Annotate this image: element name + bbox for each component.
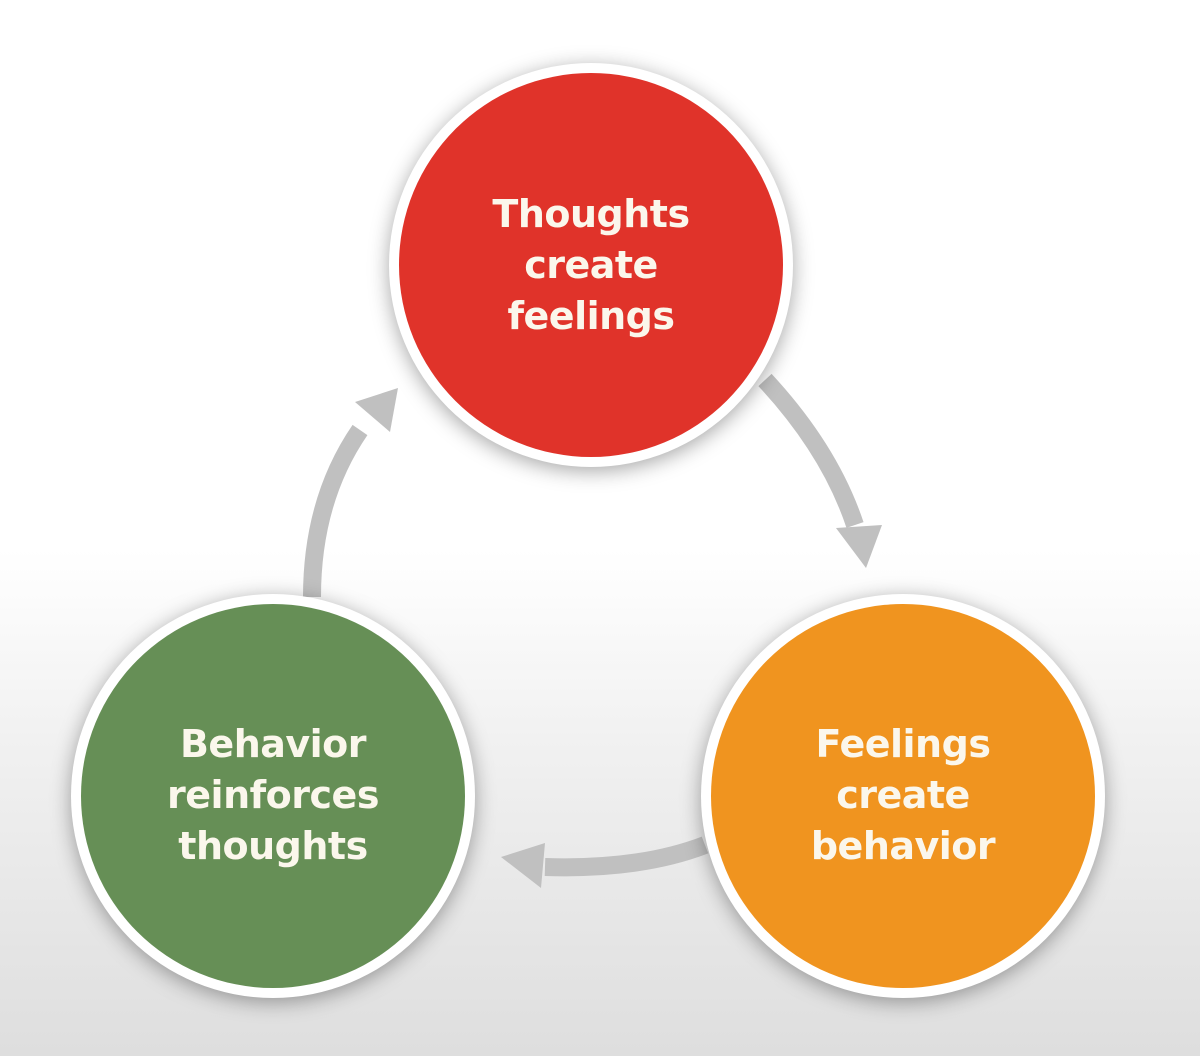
arrow-shaft — [303, 424, 368, 598]
node-label-line: Thoughts — [492, 192, 689, 236]
node-behavior: Behavior reinforces thoughts — [71, 594, 475, 998]
node-label-line: behavior — [811, 824, 996, 868]
node-label-line: create — [524, 243, 658, 287]
node-label-line: thoughts — [178, 824, 367, 868]
arrow-shaft — [544, 836, 709, 877]
node-label-line: Feelings — [816, 722, 991, 766]
arrow-thoughts-to-feelings — [758, 373, 882, 568]
node-label-line: Behavior — [180, 722, 367, 766]
node-thoughts: Thoughts create feelings — [389, 63, 793, 467]
arrow-head-icon — [501, 843, 545, 888]
node-label-line: feelings — [508, 294, 675, 338]
node-feelings: Feelings create behavior — [701, 594, 1105, 998]
node-label-line: reinforces — [167, 773, 379, 817]
arrow-shaft — [758, 373, 864, 528]
node-label-line: create — [836, 773, 970, 817]
arrow-feelings-to-behavior — [501, 836, 709, 888]
arrow-head-icon — [355, 388, 398, 432]
node-fill — [81, 604, 465, 988]
arrow-behavior-to-thoughts — [303, 388, 398, 598]
node-fill — [399, 73, 783, 457]
arrow-head-icon — [836, 525, 882, 568]
node-fill — [711, 604, 1095, 988]
